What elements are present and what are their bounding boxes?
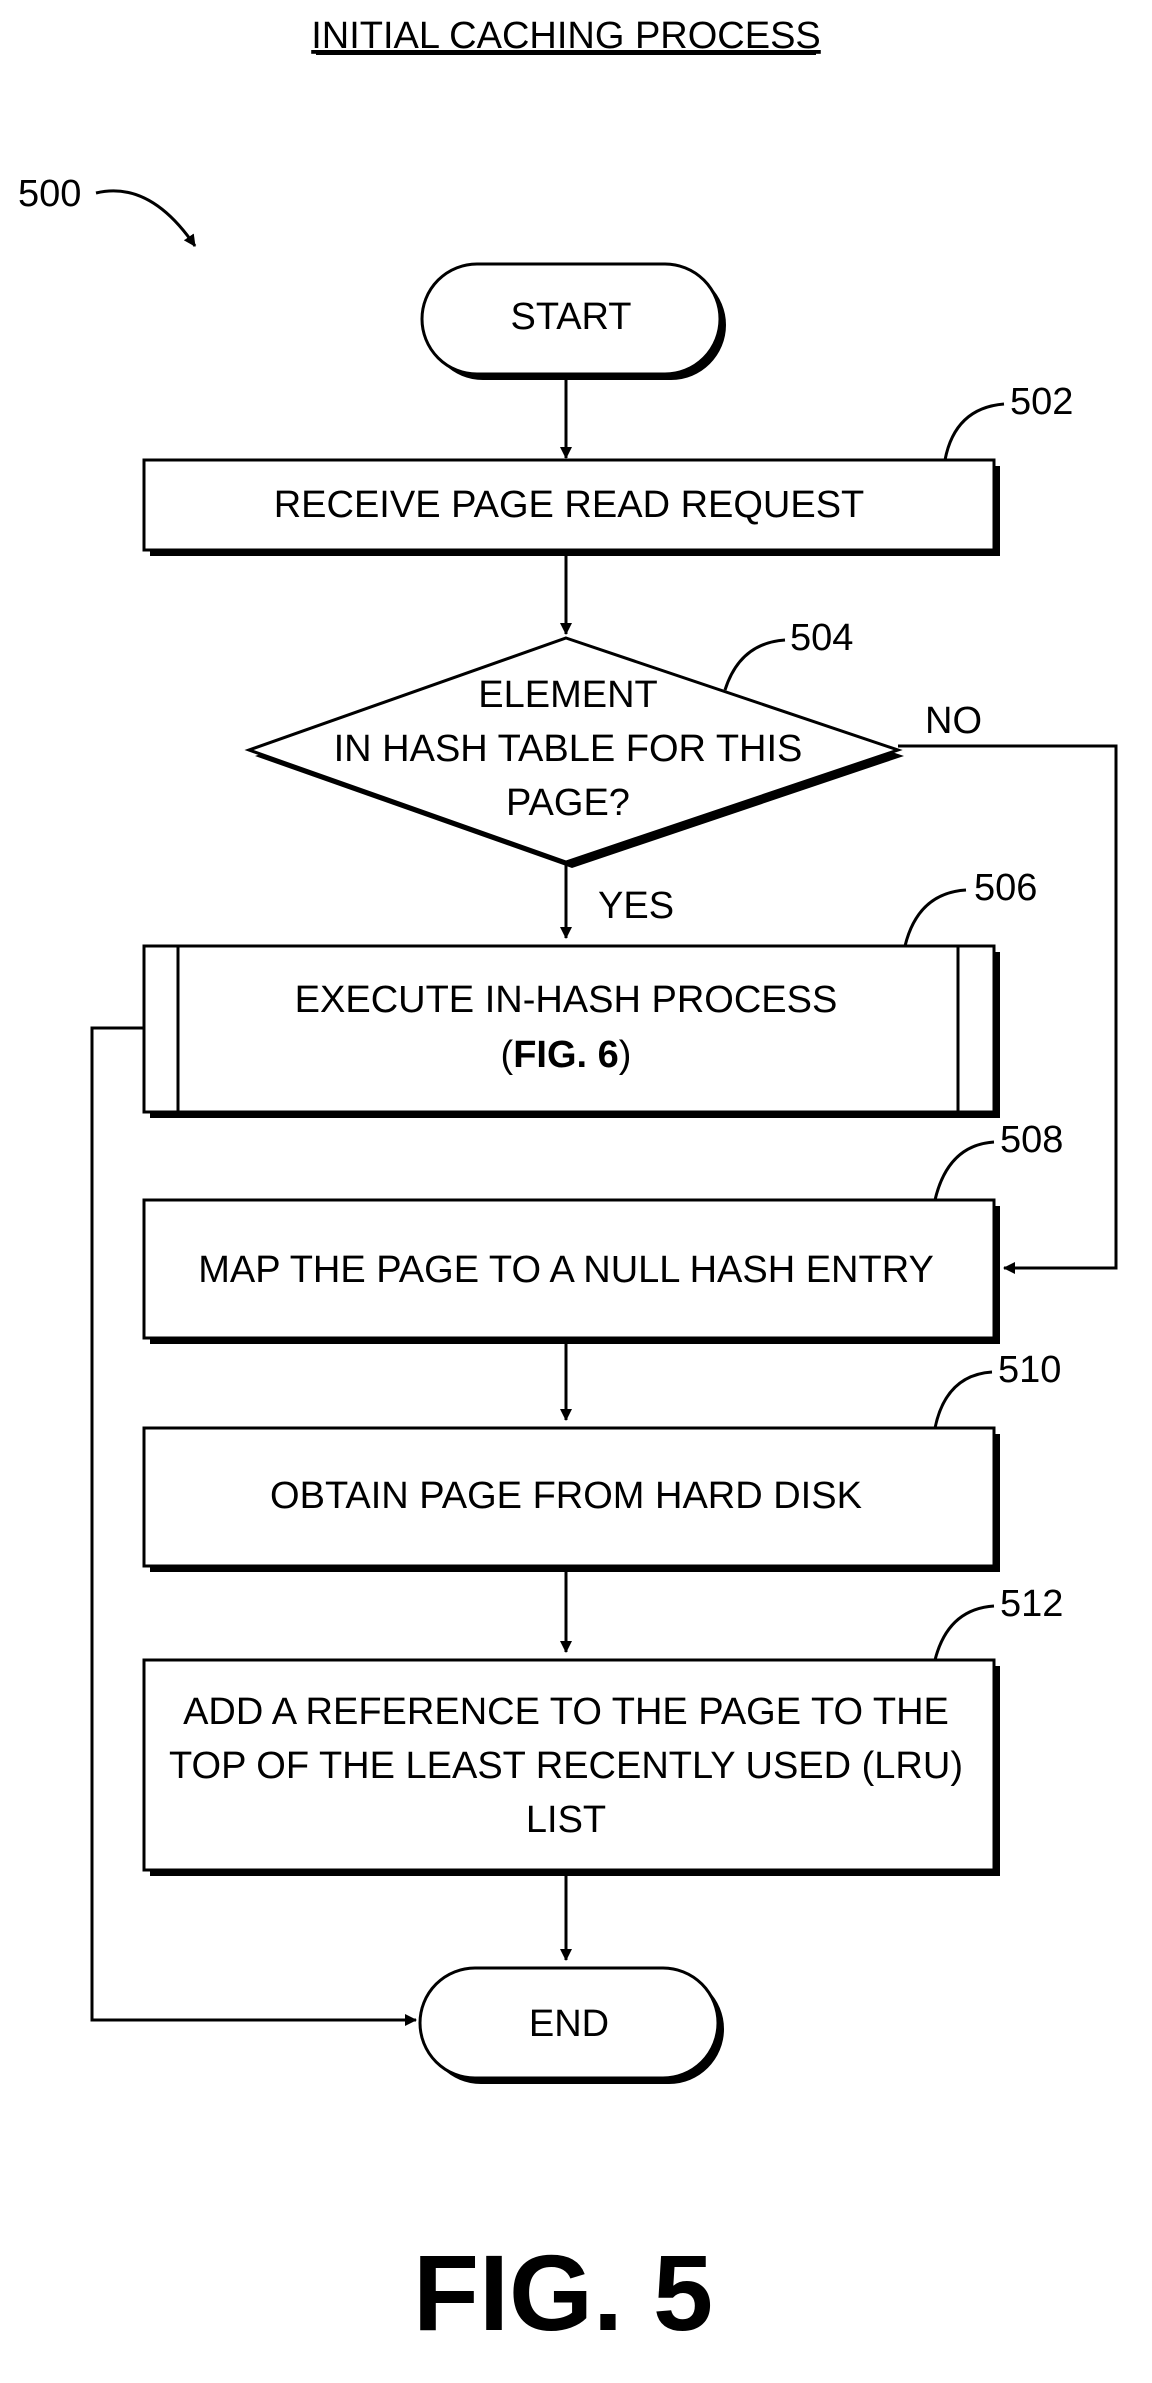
process-506-fig-ref: FIG. 6 (513, 1034, 619, 1076)
process-508-label: MAP THE PAGE TO A NULL HASH ENTRY (198, 1249, 934, 1291)
ref-506: 506 (974, 867, 1037, 909)
ref-502-leader (945, 404, 1004, 460)
process-512: ADD A REFERENCE TO THE PAGE TO THE TOP O… (144, 1660, 1000, 1876)
diagram-title: INITIAL CACHING PROCESS (311, 15, 821, 57)
end-terminal: END (420, 1968, 724, 2084)
ref-510-leader (935, 1372, 992, 1428)
process-506-line1: EXECUTE IN-HASH PROCESS (295, 979, 838, 1021)
ref-512: 512 (1000, 1583, 1063, 1625)
ref-512-leader (935, 1606, 994, 1660)
decision-504-line3: PAGE? (506, 782, 630, 824)
edge-yes-label: YES (598, 885, 674, 927)
ref-504-leader (725, 640, 785, 690)
process-510: OBTAIN PAGE FROM HARD DISK (144, 1428, 1000, 1572)
ref-510: 510 (998, 1349, 1061, 1391)
ref-508-leader (935, 1142, 994, 1200)
ref-502: 502 (1010, 381, 1073, 423)
figure-ref-number: 500 (18, 173, 81, 215)
process-510-label: OBTAIN PAGE FROM HARD DISK (270, 1475, 862, 1517)
predefined-process-506: EXECUTE IN-HASH PROCESS (FIG. 6) (144, 946, 1000, 1118)
decision-504-line1: ELEMENT (478, 674, 657, 716)
figure-label: FIG. 5 (413, 2232, 713, 2353)
end-label: END (529, 2003, 609, 2045)
process-502-label: RECEIVE PAGE READ REQUEST (274, 484, 865, 526)
process-506-paren-open: ( (501, 1034, 514, 1076)
process-508: MAP THE PAGE TO A NULL HASH ENTRY (144, 1200, 1000, 1344)
ref-506-leader (905, 890, 966, 946)
process-512-line2: TOP OF THE LEAST RECENTLY USED (LRU) (169, 1745, 963, 1787)
process-512-line1: ADD A REFERENCE TO THE PAGE TO THE (183, 1691, 949, 1733)
start-terminal: START (422, 264, 726, 380)
start-label: START (510, 296, 631, 338)
ref-508: 508 (1000, 1119, 1063, 1161)
ref-504: 504 (790, 617, 853, 659)
process-502: RECEIVE PAGE READ REQUEST (144, 460, 1000, 556)
figure-ref-arrow (96, 191, 195, 246)
process-506-paren-close: ) (619, 1034, 632, 1076)
decision-504: ELEMENT IN HASH TABLE FOR THIS PAGE? (249, 638, 904, 868)
process-512-line3: LIST (526, 1799, 606, 1841)
edge-no-label: NO (925, 700, 982, 742)
decision-504-line2: IN HASH TABLE FOR THIS (334, 728, 803, 770)
process-506-line2: (FIG. 6) (501, 1034, 632, 1076)
